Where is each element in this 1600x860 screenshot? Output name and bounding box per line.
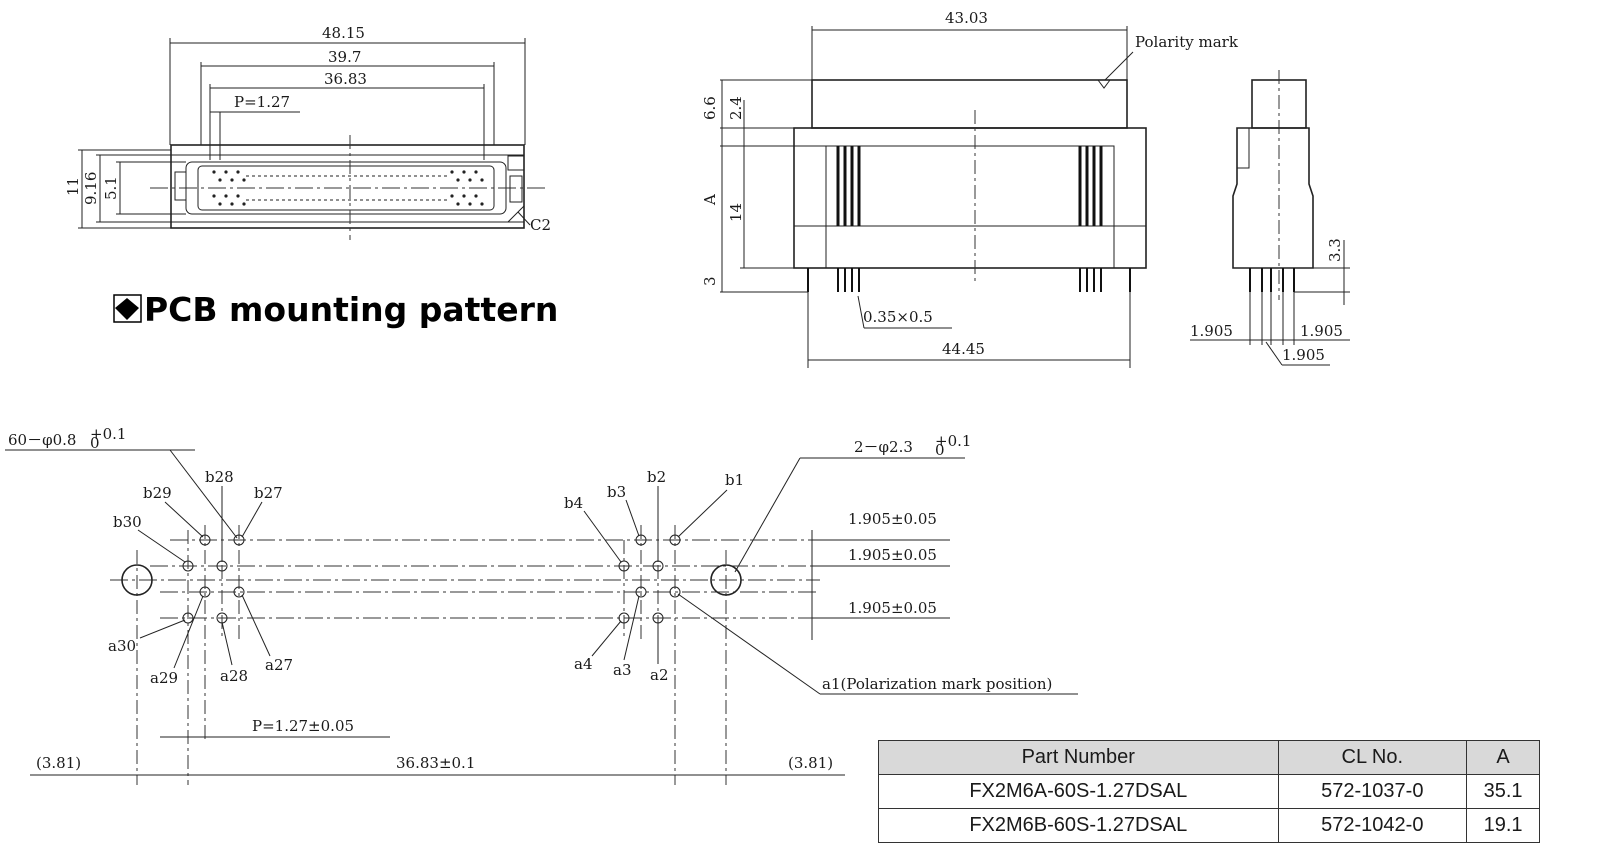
pin-b27: b27 xyxy=(254,484,283,502)
dim-v-3: 3 xyxy=(701,276,719,286)
left-offset: (3.81) xyxy=(36,754,81,772)
pin-a29: a29 xyxy=(150,669,178,687)
dim-v-14: 14 xyxy=(727,203,745,222)
a1-polarization-label: a1(Polarization mark position) xyxy=(822,675,1052,693)
pin-b2: b2 xyxy=(647,468,666,486)
pin-b28: b28 xyxy=(205,468,234,486)
pin-b30: b30 xyxy=(113,513,142,531)
dim-36-83: 36.83 xyxy=(324,70,367,88)
pin-a2: a2 xyxy=(650,666,669,684)
pcb-heading: PCB mounting pattern xyxy=(113,290,558,329)
cell-a: 19.1 xyxy=(1466,808,1540,843)
pcb-heading-text: PCB mounting pattern xyxy=(144,290,558,329)
pin-a4: a4 xyxy=(574,655,593,673)
polarity-mark-label: Polarity mark xyxy=(1135,33,1239,51)
side-dim-right-1905: 1.905 xyxy=(1300,322,1343,340)
side-view: 3.3 1.905 1.905 1.905 xyxy=(1190,70,1350,366)
header-a: A xyxy=(1466,740,1540,775)
side-dim-3-3: 3.3 xyxy=(1326,238,1344,262)
holes-small-tol-bot: 0 xyxy=(90,434,100,452)
dim-h-9-16: 9.16 xyxy=(82,172,100,205)
dim-v-2-4: 2.4 xyxy=(727,96,745,120)
top-pitch: P=1.27 xyxy=(234,93,290,111)
pin-a28: a28 xyxy=(220,667,248,685)
pin-a3: a3 xyxy=(613,661,632,679)
cell-part-number: FX2M6B-60S-1.27DSAL xyxy=(878,808,1279,843)
side-dim-left-1905: 1.905 xyxy=(1190,322,1233,340)
cell-cl-no: 572-1037-0 xyxy=(1277,774,1468,809)
dim-v-6-6: 6.6 xyxy=(701,96,719,120)
pin-b4: b4 xyxy=(564,494,583,512)
dim-39-7: 39.7 xyxy=(328,48,361,66)
pin-size-label: 0.35×0.5 xyxy=(863,308,933,326)
cell-part-number: FX2M6A-60S-1.27DSAL xyxy=(878,774,1279,809)
row-pitch-2: 1.905±0.05 xyxy=(848,546,937,564)
holes-small-label: 60－φ0.8 xyxy=(8,431,76,449)
holes-small-tol-top: +0.1 xyxy=(90,425,126,443)
holes-large-tol-top: +0.1 xyxy=(935,432,971,450)
pin-a30: a30 xyxy=(108,637,136,655)
dim-44-45: 44.45 xyxy=(942,340,985,358)
header-part-number: Part Number xyxy=(878,740,1279,775)
pin-a27: a27 xyxy=(265,656,293,674)
dim-h-5-1: 5.1 xyxy=(102,176,120,200)
pcb-pitch: P=1.27±0.05 xyxy=(252,717,354,735)
holes-large-tol-bot: 0 xyxy=(935,441,945,459)
holes-large-label: 2－φ2.3 xyxy=(854,438,913,456)
table-header-row: Part Number CL No. A xyxy=(878,740,1540,775)
header-cl-no: CL No. xyxy=(1277,740,1468,775)
cell-a: 35.1 xyxy=(1466,774,1540,809)
pcb-pattern: 60－φ0.8 +0.1 0 2－φ2.3 +0.1 0 xyxy=(5,425,1078,785)
dim-h-11: 11 xyxy=(64,177,82,196)
pin-b1: b1 xyxy=(725,471,744,489)
right-offset: (3.81) xyxy=(788,754,833,772)
parts-table: Part Number CL No. A FX2M6A-60S-1.27DSAL… xyxy=(878,740,1540,843)
table-row: FX2M6B-60S-1.27DSAL 572-1042-0 19.1 xyxy=(878,808,1540,843)
cell-cl-no: 572-1042-0 xyxy=(1277,808,1468,843)
side-dim-mid-1905: 1.905 xyxy=(1282,346,1325,364)
row-pitch-1: 1.905±0.05 xyxy=(848,510,937,528)
dim-43-03: 43.03 xyxy=(945,9,988,27)
pin-b3: b3 xyxy=(607,483,626,501)
pattern-span: 36.83±0.1 xyxy=(396,754,475,772)
front-view: 43.03 Polarity mark 6.6 2 xyxy=(701,9,1239,368)
table-row: FX2M6A-60S-1.27DSAL 572-1037-0 35.1 xyxy=(878,774,1540,809)
top-view: 48.15 39.7 36.83 P=1.27 xyxy=(64,24,551,240)
pin-b29: b29 xyxy=(143,484,172,502)
chamfer-label: C2 xyxy=(530,216,551,234)
dim-v-A: A xyxy=(701,194,719,206)
dim-48-15: 48.15 xyxy=(322,24,365,42)
row-pitch-3: 1.905±0.05 xyxy=(848,599,937,617)
